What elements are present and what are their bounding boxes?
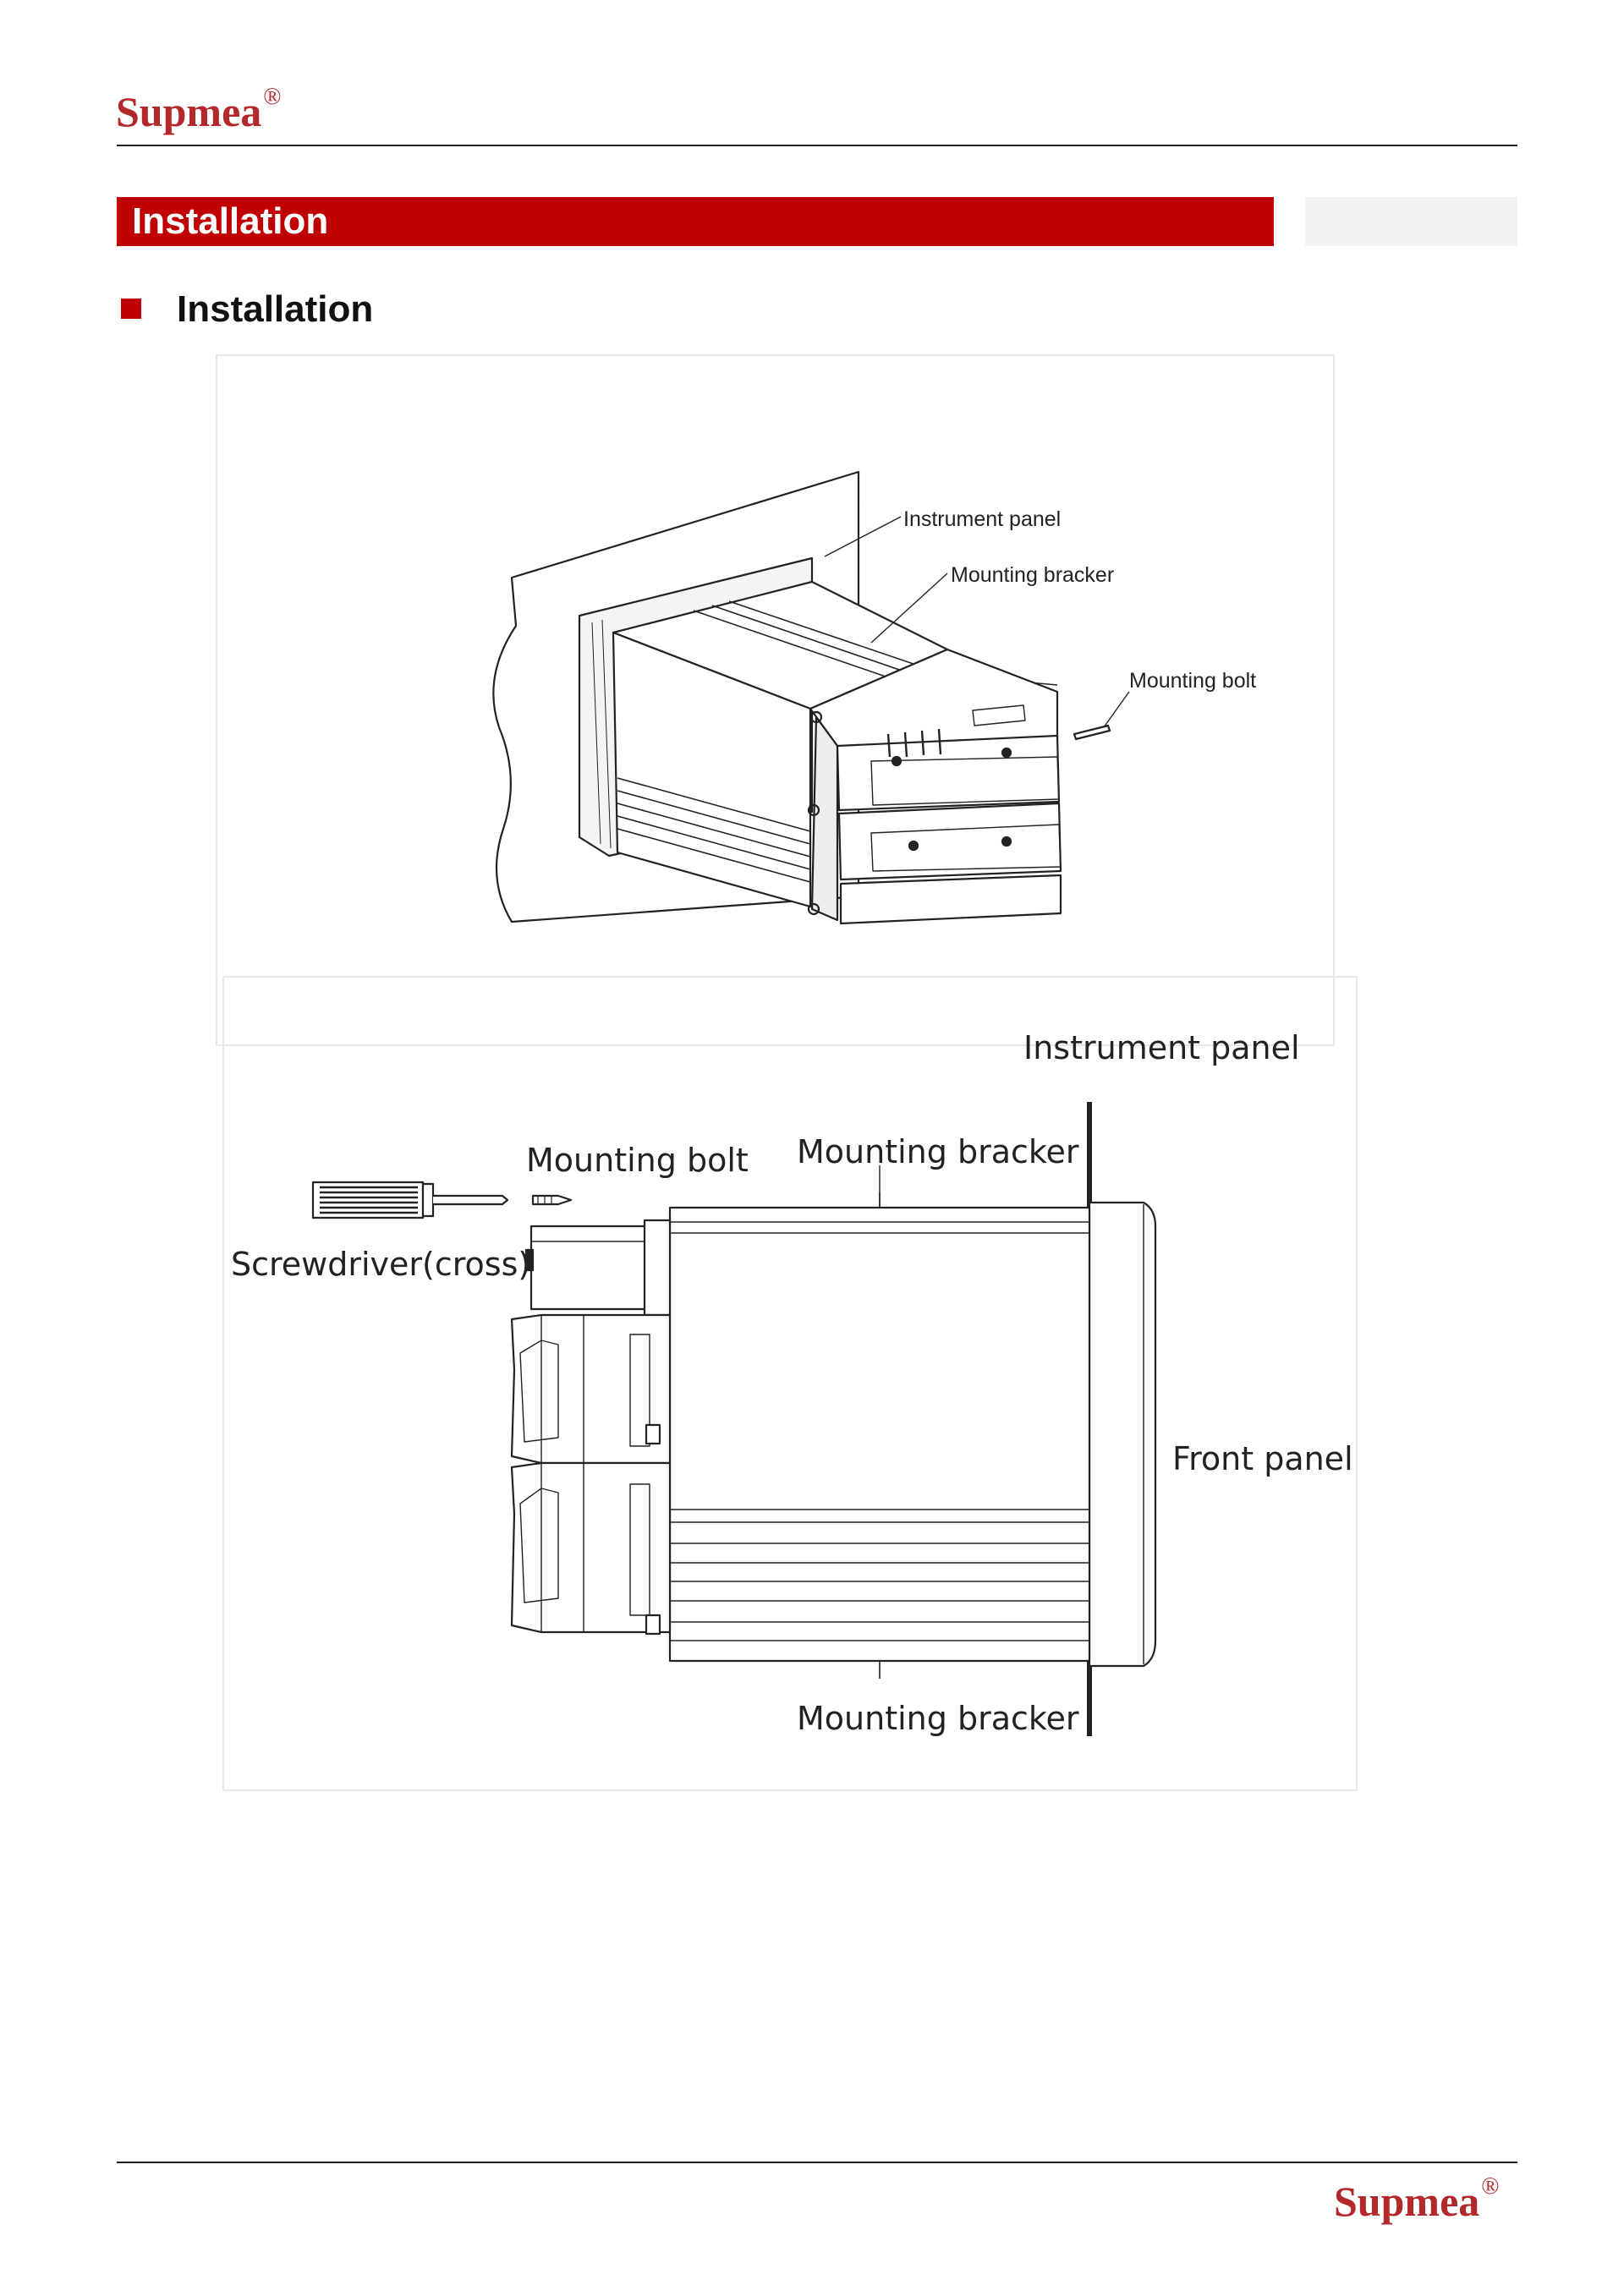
header-trademark: ®: [263, 84, 282, 110]
footer-brand-logo: Supmea®: [1334, 2175, 1500, 2225]
header-brand-logo: Supmea®: [116, 85, 282, 135]
footer-brand-text: Supmea: [1334, 2178, 1480, 2225]
header-divider: [117, 145, 1517, 146]
bullet-square-icon: [121, 299, 141, 319]
footer-trademark: ®: [1481, 2173, 1500, 2200]
isometric-installation-figure: [216, 354, 1335, 1046]
subsection-title: Installation: [177, 288, 374, 330]
section-title-bar: Installation: [117, 197, 1274, 246]
header-brand-text: Supmea: [116, 88, 262, 135]
footer-divider: [117, 2162, 1517, 2163]
subsection-heading: Installation: [121, 288, 373, 332]
section-side-box: [1305, 197, 1517, 246]
side-installation-figure: [222, 976, 1358, 1791]
